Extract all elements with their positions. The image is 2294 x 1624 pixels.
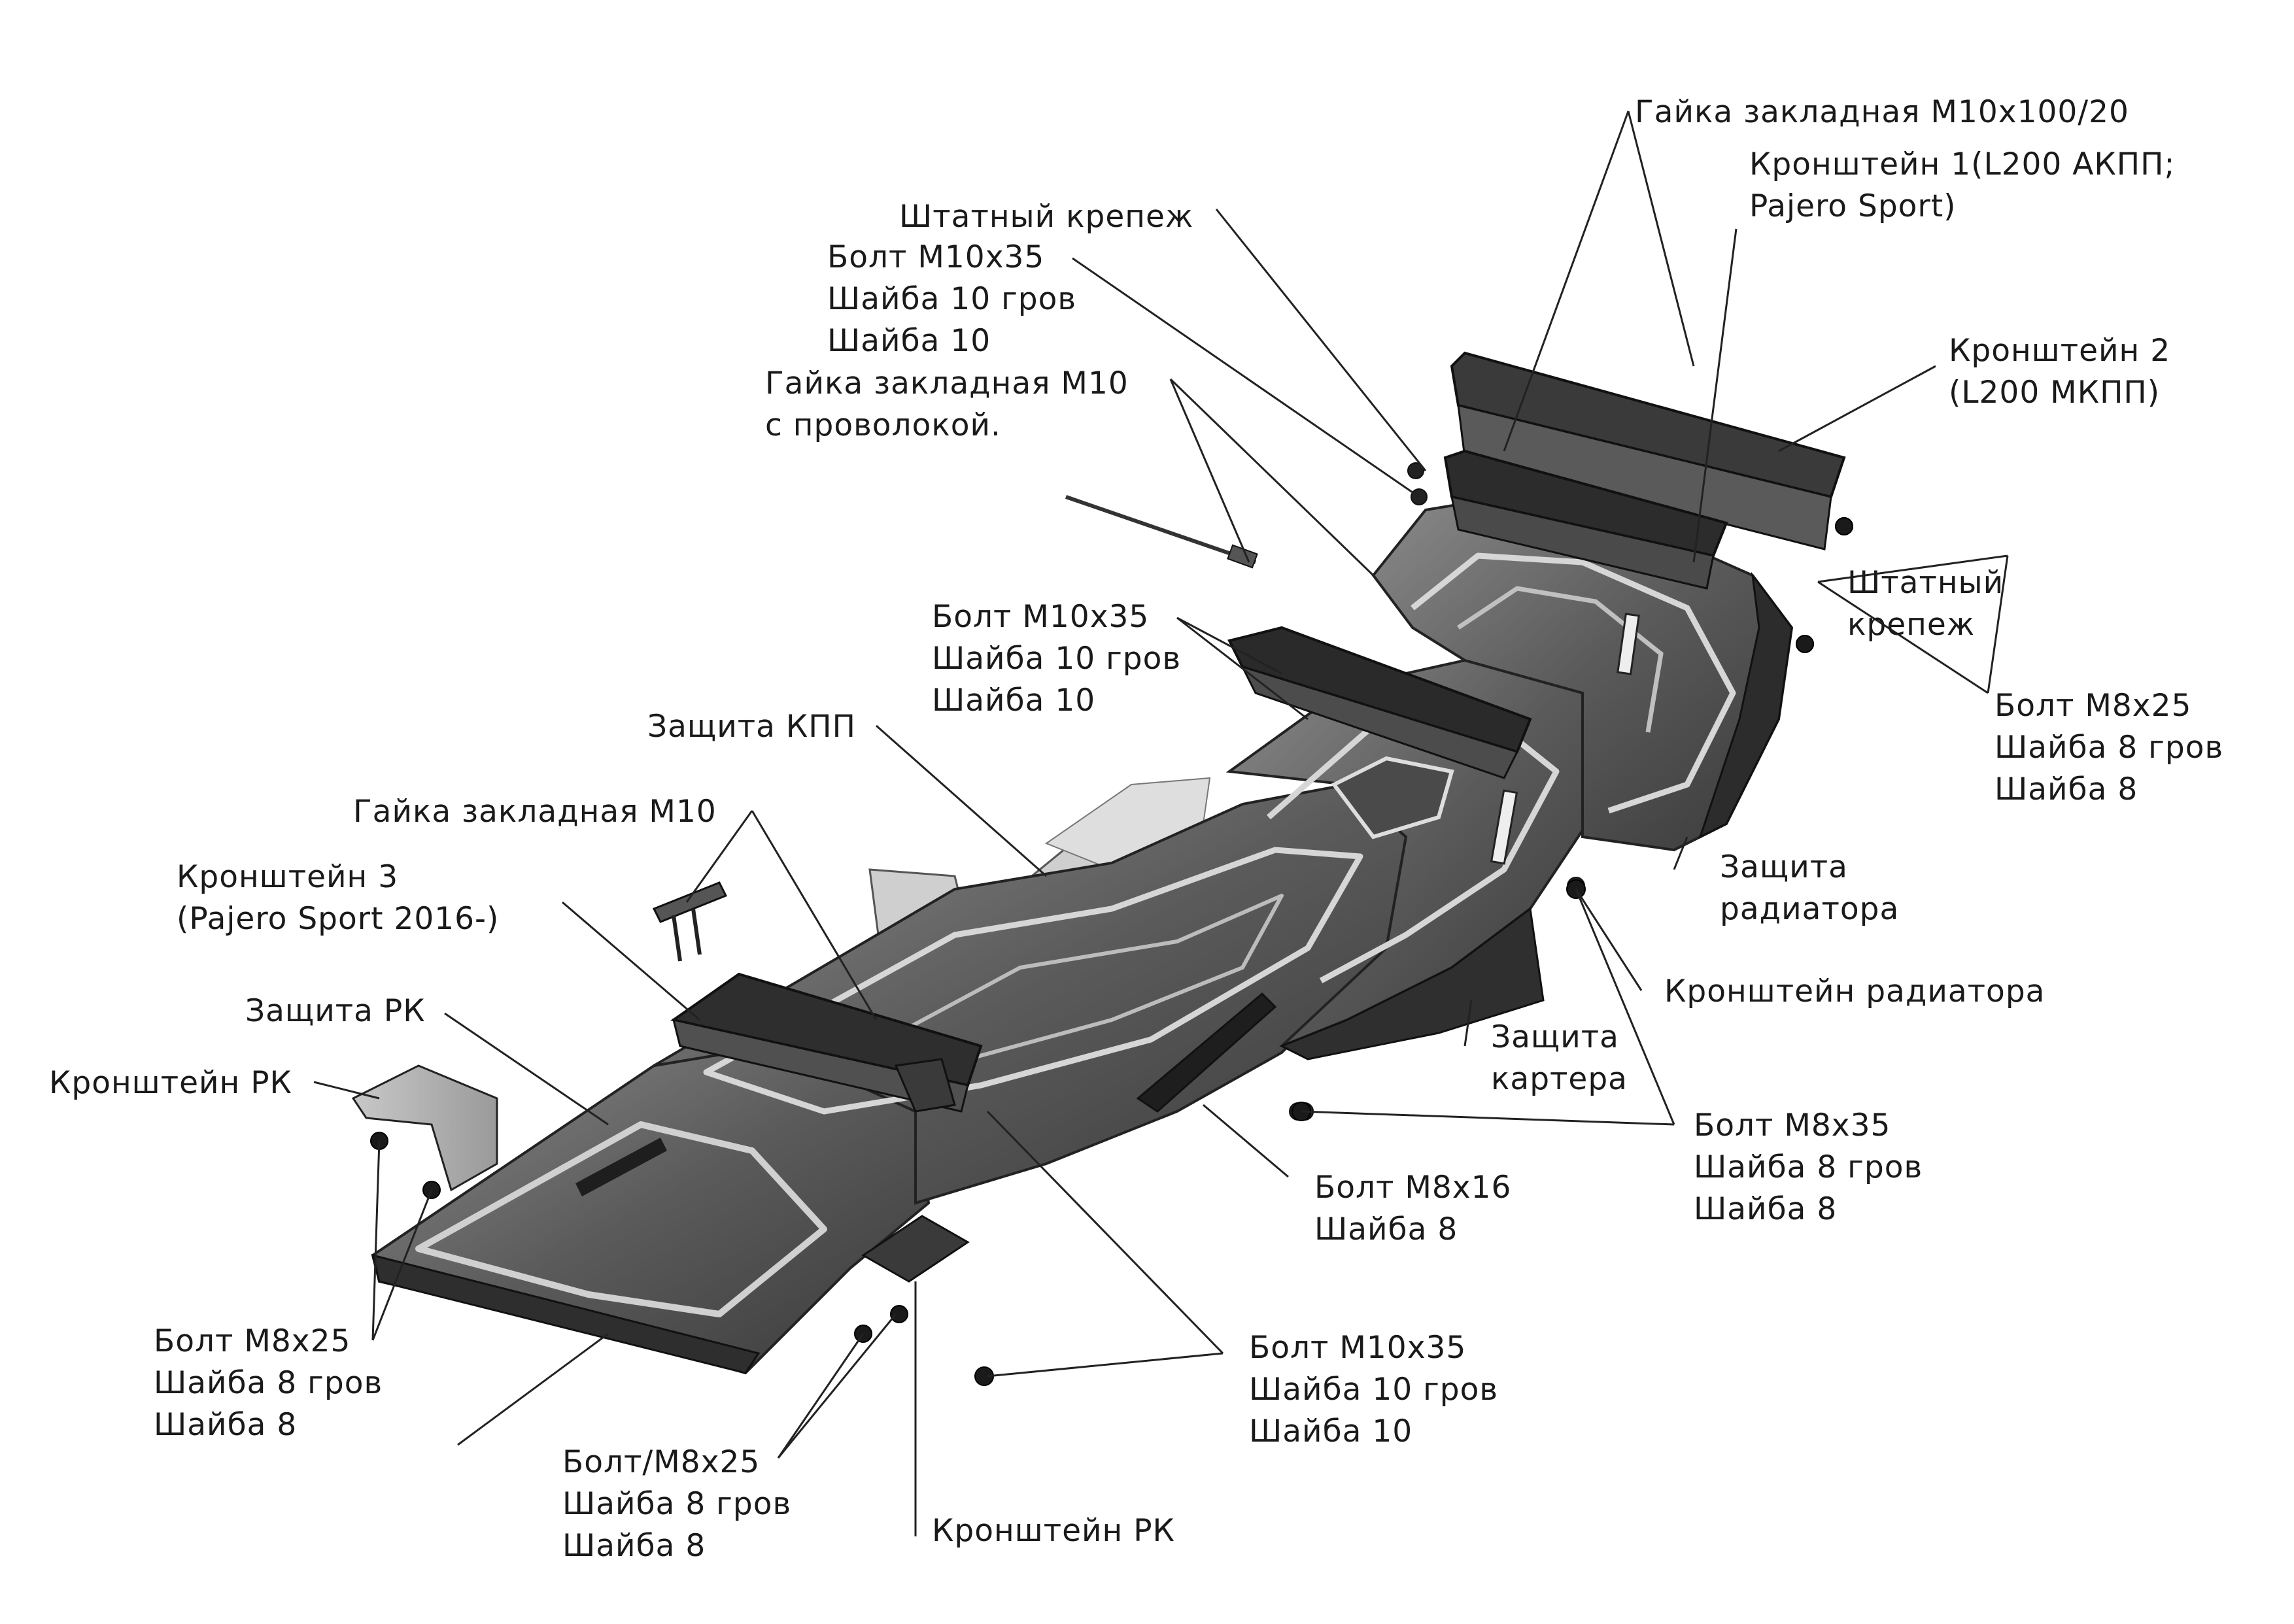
label-line: Кронштейн РК xyxy=(49,1065,292,1101)
crossmember-mid-face xyxy=(1241,665,1519,779)
label-line: Болт М8х25 xyxy=(154,1323,351,1359)
label-line: Болт/М8х25 xyxy=(562,1444,761,1480)
label-kronshtein-3: Кронштейн 3 (Pajero Sport 2016-) xyxy=(177,856,499,940)
label-line: Болт М10х35 xyxy=(827,239,1045,275)
radiator-skid-side xyxy=(1698,571,1793,839)
label-zashchita-kartera: Защита картера xyxy=(1491,1017,1628,1100)
label-line: Гайка закладная М10х100/20 xyxy=(1635,94,2129,130)
crankcase-cutout xyxy=(1331,756,1454,839)
label-line: Шайба 8 гров xyxy=(1694,1149,1923,1185)
label-line: Шайба 8 гров xyxy=(154,1365,383,1401)
label-line: Болт М10х35 xyxy=(932,599,1150,635)
label-kronshtein-rk-bottom: Кронштейн РК xyxy=(932,1510,1175,1552)
label-line: Шайба 10 гров xyxy=(1249,1372,1499,1408)
bracket-3-face xyxy=(672,1019,969,1113)
transfer-case-slot xyxy=(575,1138,667,1196)
label-line: Гайка закладная М10 xyxy=(353,794,717,830)
label-line: Штатный xyxy=(1847,565,2004,601)
gearbox-rear-bracket xyxy=(1136,992,1277,1113)
label-line: (Pajero Sport 2016-) xyxy=(177,901,500,937)
label-shtatny-krepezh-right: Штатный крепеж xyxy=(1847,562,2004,646)
label-zashchita-kpp: Защита КПП xyxy=(647,706,856,748)
label-kronshtein-rk-left: Кронштейн РК xyxy=(49,1062,292,1104)
label-line: Шайба 8 xyxy=(1694,1191,1838,1227)
label-line: Кронштейн 2 xyxy=(1949,333,2171,369)
label-line: Кронштейн 3 xyxy=(177,859,399,895)
label-line: Кронштейн РК xyxy=(932,1513,1175,1549)
label-kronshtein-radiatora: Кронштейн радиатора xyxy=(1664,971,2045,1013)
label-line: Защита РК xyxy=(245,993,426,1029)
transfer-case-rib xyxy=(415,1121,827,1317)
label-shtatny-krepezh-top: Штатный крепеж xyxy=(899,196,1193,238)
label-line: Pajero Sport) xyxy=(1749,188,1957,224)
bracket-3-leg xyxy=(894,1058,956,1113)
label-line: Шайба 10 xyxy=(1249,1413,1413,1449)
radiator-skid-rib xyxy=(1411,552,1736,814)
label-line: Шайба 8 гров xyxy=(562,1486,792,1522)
label-line: Штатный крепеж xyxy=(899,199,1194,235)
label-line: Шайба 8 xyxy=(1994,771,2138,807)
label-line: Болт М8х35 xyxy=(1694,1108,1891,1143)
crankcase-slot xyxy=(1490,789,1518,865)
bracket-1 xyxy=(1443,449,1728,558)
label-line: Шайба 10 xyxy=(932,683,1096,719)
label-line: Шайба 8 xyxy=(1314,1211,1458,1247)
label-line: Шайба 10 xyxy=(827,323,991,359)
label-line: Болт М8х16 xyxy=(1314,1170,1512,1206)
label-line: Гайка закладная М10 xyxy=(765,365,1129,401)
label-gaika-m10-wire: Гайка закладная М10 с проволокой. xyxy=(765,363,1129,447)
label-line: с проволокой. xyxy=(765,407,1001,443)
transfer-case-bracket-left xyxy=(351,1064,498,1192)
crossmember-mid xyxy=(1227,626,1532,754)
label-line: Кронштейн радиатора xyxy=(1664,973,2046,1009)
label-line: радиатора xyxy=(1720,891,1900,927)
label-line: (L200 МКПП) xyxy=(1949,375,2161,411)
gearbox-skid-rib-inner xyxy=(848,894,1284,1061)
transfer-case-skid-edge xyxy=(371,1253,761,1374)
label-line: картера xyxy=(1491,1061,1628,1097)
bracket-1-face xyxy=(1450,496,1715,590)
label-gaika-m10: Гайка закладная М10 xyxy=(353,791,717,833)
label-line: Шайба 8 гров xyxy=(1994,730,2224,766)
label-kronshtein-1: Кронштейн 1(L200 АКПП; Pajero Sport) xyxy=(1749,144,2175,228)
label-line: крепеж xyxy=(1847,607,1976,643)
crankcase-underside xyxy=(1279,907,1545,1060)
label-line: Кронштейн 1(L200 АКПП; xyxy=(1749,146,2176,182)
label-line: Защита xyxy=(1491,1019,1619,1055)
embedded-nut-m10-pin xyxy=(672,915,682,962)
label-line: Болт М8х25 xyxy=(1994,688,2192,724)
leader-lines xyxy=(313,110,2009,1536)
embedded-nut-m10 xyxy=(652,881,728,923)
label-line: Шайба 10 гров xyxy=(827,281,1077,317)
radiator-skid-rib-2 xyxy=(1457,586,1664,733)
label-kronshtein-2: Кронштейн 2 (L200 МКПП) xyxy=(1949,330,2170,414)
label-gaika-m10-100-20: Гайка закладная М10х100/20 xyxy=(1635,92,2129,133)
embedded-nut-m10-pin-2 xyxy=(691,908,702,955)
label-line: Шайба 8 xyxy=(562,1528,706,1564)
radiator-slot xyxy=(1617,613,1640,675)
bracket-2 xyxy=(1450,351,1846,499)
label-line: Защита xyxy=(1720,849,1848,885)
wire-nut xyxy=(1065,495,1256,564)
label-zashchita-rk: Защита РК xyxy=(245,990,426,1032)
label-zashchita-radiatora: Защита радиатора xyxy=(1720,847,1899,930)
label-line: Шайба 8 xyxy=(154,1407,298,1443)
label-line: Защита КПП xyxy=(647,709,856,745)
embedded-nut xyxy=(1227,544,1258,569)
label-line: Болт М10х35 xyxy=(1249,1330,1467,1366)
label-line: Шайба 10 гров xyxy=(932,641,1182,677)
transfer-case-bracket-bottom xyxy=(861,1215,970,1283)
